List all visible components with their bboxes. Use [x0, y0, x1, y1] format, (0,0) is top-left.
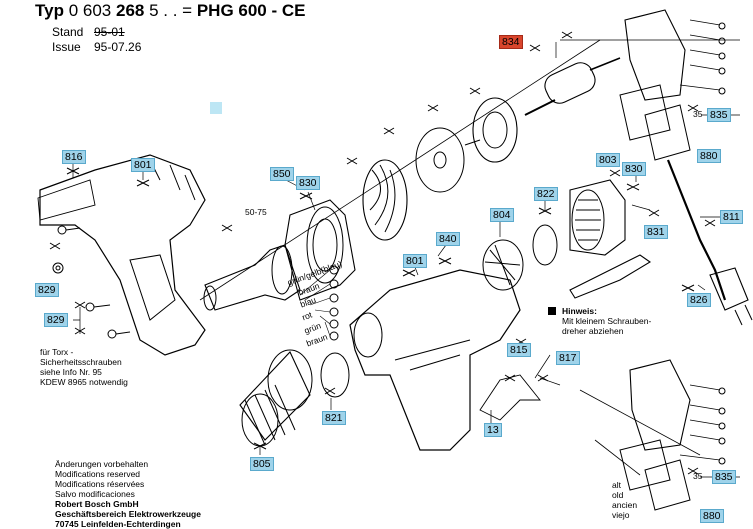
hinweis-title: Hinweis:	[562, 306, 597, 316]
company-name: Robert Bosch GmbH	[55, 499, 139, 509]
document-title: Typ 0 603 268 5 . . = PHG 600 - CE	[35, 1, 306, 20]
part-tag-826[interactable]: 826	[687, 293, 711, 307]
hinweis-line2: dreher abziehen	[562, 326, 624, 336]
footer-line4: Salvo modificaciones	[55, 489, 135, 499]
part-tag-829[interactable]: 829	[35, 283, 59, 297]
part-tag-835[interactable]: 835	[707, 108, 731, 122]
housing-half-left	[39, 154, 206, 356]
part-tag-811[interactable]: 811	[720, 210, 743, 224]
torx-note-line1: für Torx -	[40, 347, 74, 357]
part-tag-805[interactable]: 805	[250, 457, 274, 471]
part-tag-834[interactable]: 834	[499, 35, 523, 49]
part-tag-850[interactable]: 850	[270, 167, 294, 181]
alt-note-line2: old	[612, 490, 624, 500]
part-tag-880[interactable]: 880	[697, 149, 721, 163]
part-tag-801-right[interactable]: 801	[403, 254, 427, 268]
part-tag-830-right[interactable]: 830	[622, 162, 646, 176]
housing-half-right	[349, 269, 521, 451]
part-tag-801[interactable]: 801	[131, 158, 155, 172]
footer-line1: Änderungen vorbehalten	[55, 459, 149, 469]
nozzle-tube	[204, 244, 301, 311]
motor	[544, 62, 596, 104]
company-division: Geschäftsbereich Elektrowerkzeuge	[55, 509, 201, 519]
part-tag-831[interactable]: 831	[644, 225, 668, 239]
alt-note-line4: viejo	[612, 510, 630, 520]
hinweis-line1: Mit kleinem Schrauben-	[562, 316, 652, 326]
footer-line2: Modifications reserved	[55, 469, 141, 479]
part-tag-880-old[interactable]: 880	[700, 509, 724, 523]
part-tag-804[interactable]: 804	[490, 208, 514, 222]
part-tag-835-old[interactable]: 835	[712, 470, 736, 484]
part-tag-815[interactable]: 815	[507, 343, 531, 357]
part-tag-821[interactable]: 821	[322, 411, 346, 425]
power-cable	[666, 159, 727, 301]
part-tag-830[interactable]: 830	[296, 176, 320, 190]
alt-note-line3: ancien	[612, 500, 638, 510]
company-address: 70745 Leinfelden-Echterdingen	[55, 519, 181, 529]
dimension-label: 35	[693, 109, 703, 119]
issue-row: Issue 95-07.26	[52, 40, 142, 54]
torx-note-line3: siehe Info Nr. 95	[40, 367, 102, 377]
stand-value: 95-01	[94, 25, 125, 39]
part-tag-822[interactable]: 822	[534, 187, 558, 201]
part-tag-803[interactable]: 803	[596, 153, 620, 167]
color-swatch	[210, 102, 222, 114]
issue-value: 95-07.26	[94, 40, 142, 54]
torx-note-line4: KDEW 8965 notwendig	[40, 377, 128, 387]
part-tag-816[interactable]: 816	[62, 150, 86, 164]
alt-note-line1: alt	[612, 480, 621, 490]
part-tag-840[interactable]: 840	[436, 232, 460, 246]
range-label: 50-75	[245, 207, 267, 217]
torx-note-line2: Sicherheitsschrauben	[40, 357, 122, 367]
fan-wheel	[362, 159, 408, 241]
part-tag-13[interactable]: 13	[484, 423, 502, 437]
hinweis-marker	[548, 307, 556, 315]
part-tag-817[interactable]: 817	[556, 351, 580, 365]
dimension-label-old: 35	[693, 471, 703, 481]
part-tag-829-lower[interactable]: 829	[44, 313, 68, 327]
stand-row: Stand 95-01	[52, 25, 125, 39]
footer-line3: Modifications réservées	[55, 479, 145, 489]
switch-unit	[624, 9, 686, 101]
